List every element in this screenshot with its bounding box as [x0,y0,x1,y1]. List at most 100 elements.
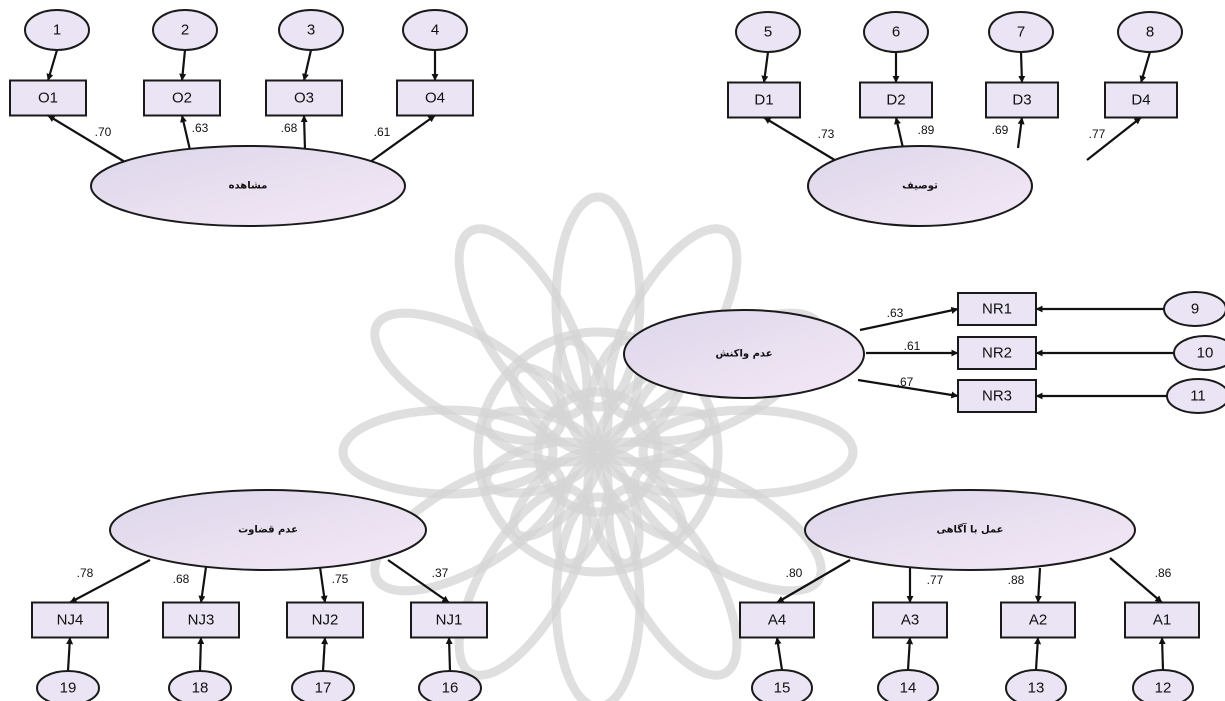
latent-factor-name: عدم واکنش [715,349,772,360]
factor-loading-value: .78 [77,566,94,580]
error-path-arrow [66,637,74,672]
error-path-arrow [179,49,187,81]
error-term-label: 19 [60,680,77,697]
indicator-box [1104,81,1178,119]
error-term-label: 18 [192,680,209,697]
error-path-arrow [906,637,914,671]
error-term-circle [1005,669,1067,701]
factor-loading-value: .69 [992,123,1009,137]
factor-loading-value: .77 [927,573,944,587]
indicator-label: NJ4 [57,612,84,629]
indicator-label: A3 [901,612,919,629]
loading-path-arrow [47,114,126,163]
error-path-arrow [445,637,453,672]
error-term-label: 6 [892,24,900,41]
latent-factor-ellipse [90,145,406,227]
loading-path-arrow [1109,557,1163,604]
error-term-label: 10 [1197,345,1214,362]
indicator-box [957,292,1037,326]
loading-path-arrow [318,566,328,603]
loading-path-arrow [69,559,151,604]
loading-path-arrow [894,117,905,149]
indicator-label: NR3 [982,388,1012,405]
latent-factor-ellipse [109,489,427,571]
factor-loading-value: .61 [374,125,391,139]
error-term-circle [1117,11,1183,53]
error-term-label: 8 [1146,24,1154,41]
factor-loading-value: .70 [95,125,112,139]
factor-loading-value: .63 [887,306,904,320]
loading-path-arrow [180,115,192,151]
indicator-box [957,336,1037,370]
indicator-box [872,601,948,639]
error-path-arrow [197,637,205,672]
error-term-circle [863,11,929,53]
indicator-label: D4 [1131,92,1150,109]
indicator-box [143,79,221,117]
error-term-circle [168,670,232,701]
error-term-label: 3 [307,22,315,39]
factor-loading-value: .68 [173,572,190,586]
indicator-box [162,601,240,639]
indicator-label: O2 [172,90,192,107]
loading-path-arrow [763,116,839,163]
error-term-label: 7 [1017,24,1025,41]
indicator-box [410,601,488,639]
error-term-circle [1132,669,1194,701]
indicator-label: NR1 [982,301,1012,318]
error-term-label: 13 [1028,680,1045,697]
indicator-label: D2 [886,92,905,109]
indicator-box [31,601,109,639]
indicator-label: D1 [754,92,773,109]
loading-path-arrow [1016,117,1025,149]
error-term-circle [291,670,355,701]
error-term-circle [751,669,813,701]
latent-factor-ellipse [807,145,1033,227]
indicator-label: A2 [1029,612,1047,629]
error-term-label: 2 [181,22,189,39]
factor-loading-value: .67 [897,375,914,389]
indicator-box [727,81,801,119]
factor-loading-value: .68 [281,121,298,135]
indicator-box [739,601,815,639]
paths-layer [46,49,1174,672]
error-term-label: 1 [53,22,61,39]
indicator-box [1000,601,1076,639]
latent-factor-name: توصیف [902,181,938,192]
error-term-circle [24,9,90,51]
latent-factor-ellipse [804,489,1136,571]
indicator-box [265,79,343,117]
factor-loading-value: .89 [918,123,935,137]
latent-factor-name: مشاهده [229,181,268,192]
error-term-label: 5 [764,24,772,41]
factor-loading-value: .73 [818,127,835,141]
indicator-label: NJ3 [188,612,215,629]
indicator-box [396,79,474,117]
loading-path-arrow [300,115,308,151]
loading-path-arrow [1086,116,1142,161]
error-term-circle [877,669,939,701]
factor-loading-value: .37 [432,566,449,580]
factor-loading-value: .77 [1089,127,1106,141]
error-path-arrow [1158,637,1166,671]
loading-path-arrow [776,559,851,604]
indicator-box [1124,601,1200,639]
error-term-circle [1166,378,1225,414]
error-term-label: 15 [774,680,791,697]
loading-path-arrow [369,114,436,163]
error-path-arrow [46,49,59,81]
loading-path-arrow [387,559,450,604]
persian-rosette-watermark [338,192,858,701]
error-term-label: 14 [900,680,917,697]
factor-loading-value: .88 [1008,573,1025,587]
indicator-box [286,601,364,639]
indicator-label: A1 [1153,612,1171,629]
indicator-label: O3 [294,90,314,107]
loading-path-arrow [1034,567,1042,603]
latent-factor-ellipse [623,309,865,399]
latent-factor-name: عدم قضاوت [238,525,298,536]
error-term-label: 17 [315,680,332,697]
